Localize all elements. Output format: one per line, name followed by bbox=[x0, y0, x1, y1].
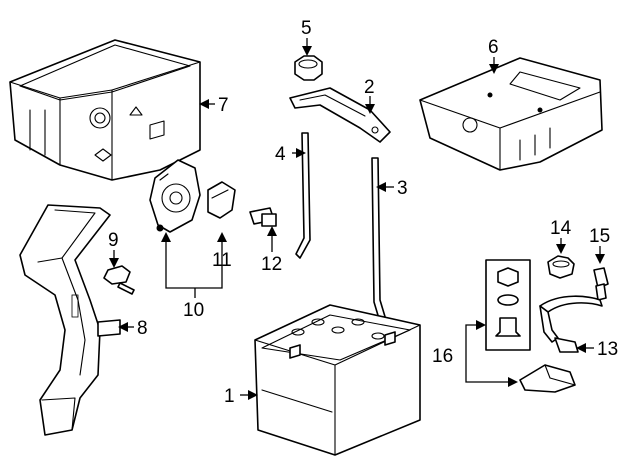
callout-8: 8 bbox=[137, 318, 148, 339]
hold-down-rod-part-4 bbox=[295, 132, 311, 259]
callout-5: 5 bbox=[301, 18, 312, 39]
callout-2: 2 bbox=[364, 77, 375, 98]
nut-part-5 bbox=[294, 55, 323, 81]
callout-12: 12 bbox=[261, 254, 282, 275]
hold-down-rod-part-3 bbox=[371, 157, 387, 323]
push-pin-part-12 bbox=[249, 207, 277, 227]
callout-11: 11 bbox=[212, 250, 232, 271]
hold-down-bracket-part-2 bbox=[289, 87, 391, 143]
callout-14: 14 bbox=[550, 218, 572, 239]
callout-10: 10 bbox=[183, 300, 204, 321]
callout-15: 15 bbox=[589, 226, 610, 247]
callout-16: 16 bbox=[432, 346, 453, 367]
clip-part-11 bbox=[207, 181, 236, 219]
nut-part-14 bbox=[547, 255, 575, 279]
sensor-part-10 bbox=[149, 159, 201, 233]
callout-labels: 1 2 3 4 5 6 7 8 9 10 11 12 13 14 15 16 bbox=[108, 18, 618, 407]
callout-13: 13 bbox=[597, 339, 618, 360]
battery-part-1 bbox=[254, 304, 421, 456]
air-duct-part-8 bbox=[19, 204, 121, 436]
battery-cover-part-6 bbox=[419, 57, 603, 171]
bolt-part-9 bbox=[103, 265, 135, 295]
callout-1: 1 bbox=[224, 386, 235, 407]
callout-3: 3 bbox=[397, 178, 408, 199]
callout-7: 7 bbox=[218, 95, 229, 116]
cable-part-13 bbox=[539, 295, 603, 353]
callout-9: 9 bbox=[108, 230, 119, 251]
battery-tray-part-7 bbox=[9, 39, 201, 181]
callout-6: 6 bbox=[488, 37, 499, 58]
callout-4: 4 bbox=[275, 144, 286, 165]
leader-lines bbox=[109, 38, 605, 400]
stud-part-15 bbox=[593, 267, 609, 301]
hardware-kit-part-16 bbox=[485, 259, 576, 393]
